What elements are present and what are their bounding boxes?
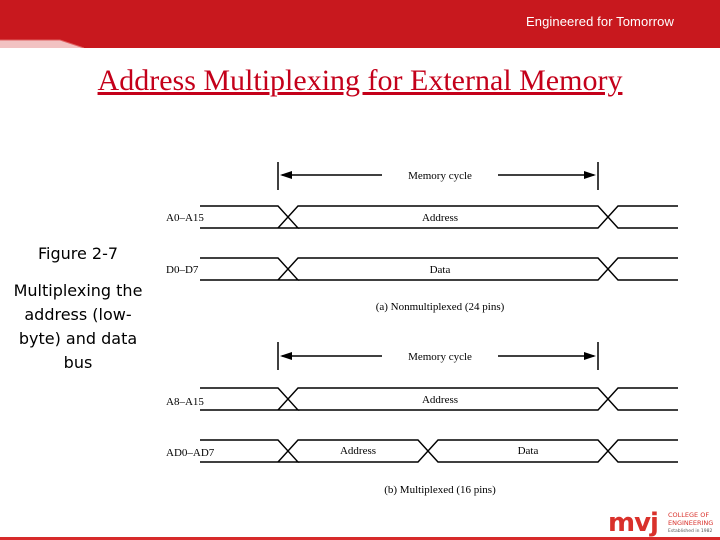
bus-waveform-d0-d7 bbox=[200, 257, 678, 281]
college-logo: mvj COLLEGE OF ENGINEERING Established i… bbox=[608, 508, 713, 538]
memory-cycle-label-a: Memory cycle bbox=[408, 170, 472, 182]
memory-cycle-label-b: Memory cycle bbox=[408, 351, 472, 363]
bus-waveform-a8-a15 bbox=[200, 387, 678, 411]
logo-college-line1: COLLEGE OF bbox=[668, 511, 709, 519]
slide-title: Address Multiplexing for External Memory bbox=[97, 64, 623, 97]
bus-waveform-ad0-ad7 bbox=[200, 439, 678, 463]
diagram-caption-b: (b) Multiplexed (16 pins) bbox=[384, 484, 496, 496]
diagram-caption-a: (a) Nonmultiplexed (24 pins) bbox=[376, 301, 505, 313]
bus-segment-data-ad: Data bbox=[518, 445, 539, 457]
figure-description: Multiplexing the address (low-byte) and … bbox=[13, 281, 143, 372]
bus-segment-address-b: Address bbox=[422, 394, 458, 406]
memory-cycle-arrow-b bbox=[277, 342, 599, 370]
footer-rule bbox=[0, 537, 720, 540]
signal-label-a8-a15: A8–A15 bbox=[166, 396, 204, 408]
logo-wordmark: mvj bbox=[608, 508, 658, 538]
signal-label-ad0-ad7: AD0–AD7 bbox=[166, 447, 215, 459]
figure-label: Figure 2-7 bbox=[37, 244, 119, 263]
signal-label-a0-a15: A0–A15 bbox=[166, 212, 204, 224]
header-tagline: Engineered for Tomorrow bbox=[525, 14, 674, 29]
header-banner bbox=[0, 0, 720, 48]
bus-segment-data-a: Data bbox=[430, 264, 451, 276]
timing-diagram: Memory cycle A0–A15 Address D0–D7 Data (… bbox=[166, 162, 678, 496]
figure-caption: Figure 2-7 Multiplexing the address (low… bbox=[8, 244, 148, 375]
bus-segment-address-ad: Address bbox=[340, 445, 376, 457]
bus-waveform-a0-a15 bbox=[200, 205, 678, 229]
logo-established: Established in 1982 bbox=[668, 528, 712, 534]
bus-segment-address-a: Address bbox=[422, 212, 458, 224]
logo-college-line2: ENGINEERING bbox=[668, 519, 713, 527]
signal-label-d0-d7: D0–D7 bbox=[166, 264, 199, 276]
memory-cycle-arrow-a bbox=[277, 162, 599, 190]
